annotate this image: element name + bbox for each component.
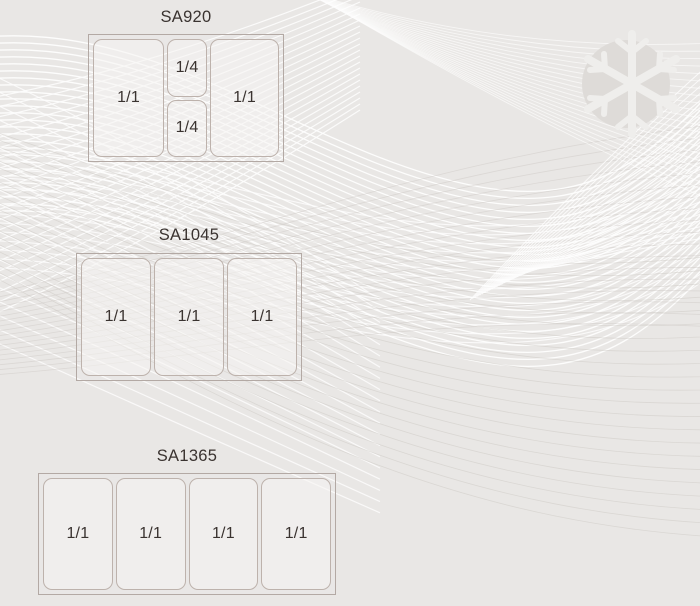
pan-size-label: 1/4: [175, 58, 199, 76]
pan-slot[interactable]: 1/1: [93, 39, 164, 157]
pan-size-label: 1/1: [139, 525, 163, 542]
snowflake-in-circle-icon: [582, 30, 680, 138]
diagram-title-sa920: SA920: [160, 8, 212, 26]
pan-slot[interactable]: 1/1: [154, 258, 224, 376]
pan-size-label: 1/1: [117, 89, 140, 106]
pan-slot[interactable]: 1/1: [115, 478, 186, 590]
tray-sa1365[interactable]: 1/1 1/1 1/1 1/1: [38, 473, 336, 595]
pan-size-label: 1/1: [284, 525, 308, 542]
pan-slot[interactable]: 1/1: [188, 478, 259, 590]
tray-sa920[interactable]: 1/1 1/4 1/4 1/1: [88, 34, 284, 162]
pan-size-label: 1/4: [175, 119, 199, 137]
pan-slot[interactable]: 1/1: [227, 258, 297, 376]
pan-size-label: 1/1: [211, 525, 235, 542]
pan-size-label: 1/1: [250, 308, 274, 325]
pan-size-label: 1/1: [104, 308, 128, 325]
diagram-title-sa1045: SA1045: [158, 226, 220, 244]
diagram-sa1365: SA1365 1/1 1/1 1/1 1/1: [38, 447, 336, 596]
pan-size-label: 1/1: [233, 89, 256, 106]
diagram-title-sa1365: SA1365: [156, 447, 218, 465]
pan-slot[interactable]: 1/1: [81, 258, 151, 376]
pan-size-label: 1/1: [177, 308, 201, 325]
pan-slot[interactable]: 1/4: [167, 99, 207, 157]
pan-slot[interactable]: 1/1: [43, 478, 113, 590]
diagram-sa1045: SA1045 1/1 1/1 1/1: [76, 226, 302, 382]
pan-size-label: 1/1: [66, 525, 90, 542]
pan-column: 1/4 1/4: [167, 39, 207, 157]
pan-slot[interactable]: 1/1: [261, 478, 331, 590]
tray-sa1045[interactable]: 1/1 1/1 1/1: [76, 253, 302, 381]
diagram-sa920: SA920 1/1 1/4 1/4 1/1: [88, 8, 284, 163]
pan-slot[interactable]: 1/1: [210, 39, 279, 157]
pan-slot[interactable]: 1/4: [167, 39, 207, 97]
